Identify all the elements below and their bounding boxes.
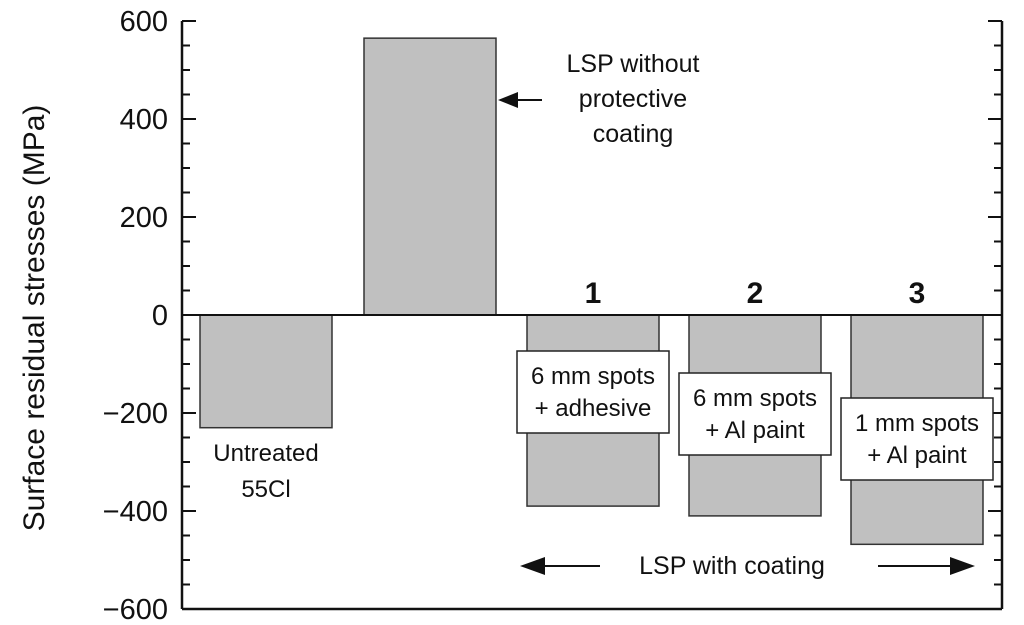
category-label-box: 1 mm spots + Al paint (840, 397, 994, 481)
y-tick-label: 600 (120, 6, 168, 38)
label-box-frame (516, 350, 670, 434)
y-tick-label: 0 (152, 300, 168, 332)
y-tick-label: −600 (103, 594, 168, 625)
y-tick-label: 200 (120, 202, 168, 234)
y-tick-label: −200 (103, 398, 168, 430)
annotation-with-coating: LSP with coating (639, 552, 825, 580)
arrow-head-right (950, 557, 975, 575)
bars (199, 37, 984, 546)
category-label-line: 1 mm spots (855, 410, 979, 437)
label-box-frame (678, 372, 832, 456)
category-label-line: 55Cl (241, 476, 290, 503)
y-tick-label: −400 (103, 496, 168, 528)
bar (199, 314, 333, 429)
bar-number: 2 (747, 277, 764, 310)
annotation-no-coating-line: LSP without (567, 50, 700, 78)
category-label-line: 6 mm spots (531, 363, 655, 390)
category-label-line: + Al paint (867, 442, 967, 469)
bar-number: 3 (909, 277, 926, 310)
label-box-frame (840, 397, 994, 481)
annotation-no-coating-line: protective (579, 85, 687, 113)
bar-number: 1 (585, 277, 602, 310)
arrow-head-left (520, 557, 545, 575)
category-label-line: + Al paint (705, 417, 805, 444)
category-label-box: 6 mm spots + adhesive (516, 350, 670, 434)
bar (363, 37, 497, 316)
category-label-line: Untreated (213, 440, 318, 467)
category-label-box: 6 mm spots + Al paint (678, 372, 832, 456)
annotation-no-coating-line: coating (593, 120, 674, 148)
y-tick-label: 400 (120, 104, 168, 136)
y-axis: 600 400 200 0 −200 −400 −600 (103, 6, 1004, 625)
category-label-line: + adhesive (535, 395, 652, 422)
y-axis-label: Surface residual stresses (MPa) (18, 105, 51, 532)
category-label-line: 6 mm spots (693, 385, 817, 412)
arrow-head-left (498, 92, 518, 108)
